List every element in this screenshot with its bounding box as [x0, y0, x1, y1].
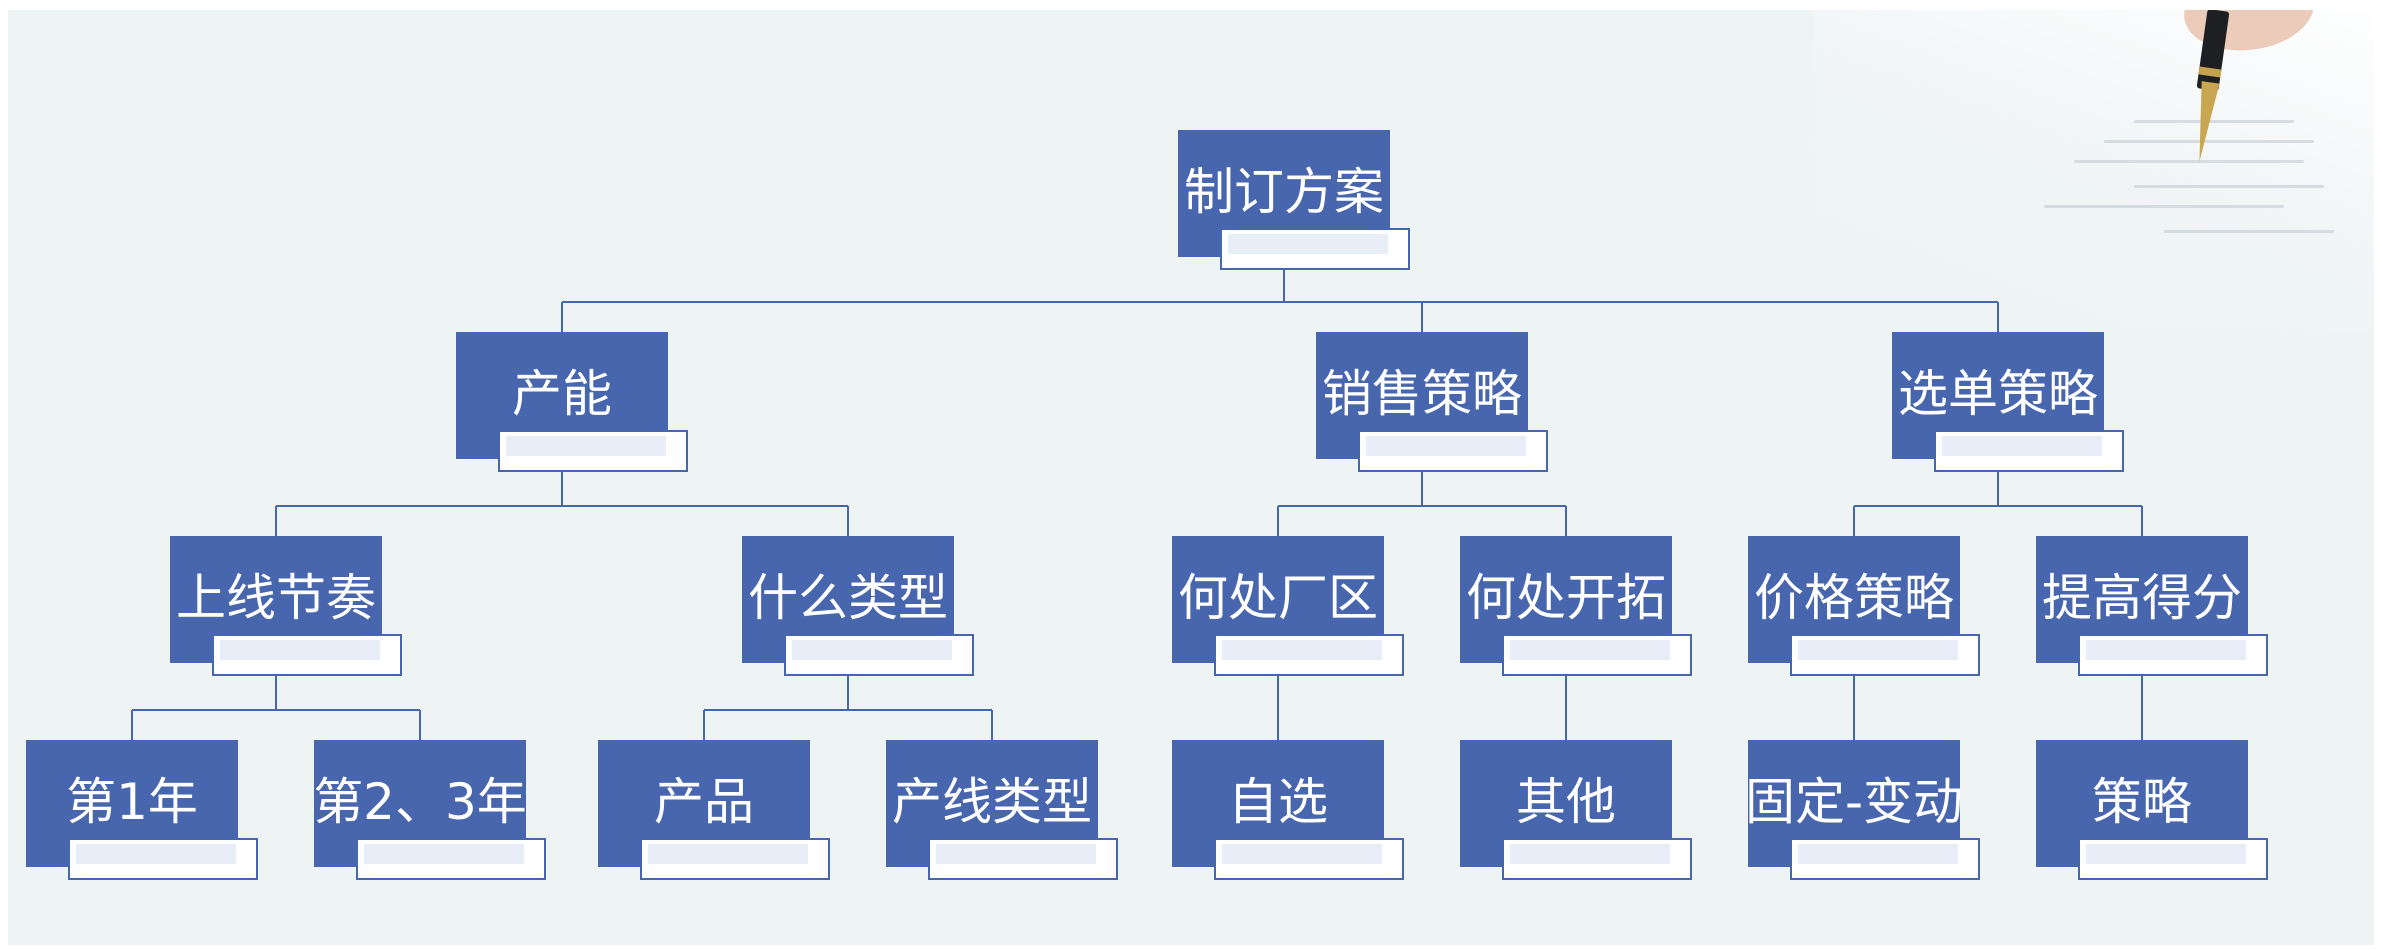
node-year-1: 第1年 — [26, 740, 258, 880]
node-label: 提高得分 — [2042, 568, 2242, 627]
diagram-canvas: 制订方案 产能 销售策略 选单策略 上线节奏 什么类型 何处厂区 何处开拓 价格… — [8, 10, 2374, 945]
node-root: 制订方案 — [1178, 130, 1410, 270]
node-label: 何处开拓 — [1466, 568, 1666, 627]
node-plant-location: 何处厂区 — [1172, 536, 1404, 676]
node-label: 制订方案 — [1184, 162, 1384, 221]
node-label: 固定-变动 — [1744, 772, 1964, 831]
node-improve-score: 提高得分 — [2036, 536, 2268, 676]
node-price-strategy: 价格策略 — [1748, 536, 1980, 676]
node-strategy: 策略 — [2036, 740, 2268, 880]
connector-lines — [131, 270, 2143, 740]
node-self-select: 自选 — [1172, 740, 1404, 880]
document-text-line — [2134, 185, 2324, 188]
document-text-line — [2134, 120, 2294, 123]
node-product: 产品 — [598, 740, 830, 880]
node-label: 自选 — [1228, 772, 1328, 831]
node-label: 什么类型 — [748, 568, 948, 627]
document-text-line — [2074, 160, 2304, 163]
node-year-2-3: 第2、3年 — [313, 740, 546, 880]
node-label: 何处厂区 — [1178, 568, 1378, 627]
node-label: 第1年 — [66, 772, 198, 831]
node-launch-pace: 上线节奏 — [170, 536, 402, 676]
document-text-line — [2044, 205, 2284, 208]
node-label: 上线节奏 — [176, 568, 376, 627]
node-label: 第2、3年 — [313, 772, 527, 831]
node-what-type: 什么类型 — [742, 536, 974, 676]
node-expansion-location: 何处开拓 — [1460, 536, 1692, 676]
node-label: 产能 — [512, 364, 612, 423]
document-text-line — [2164, 230, 2334, 233]
node-label: 销售策略 — [1322, 364, 1522, 423]
node-label: 产品 — [654, 772, 754, 831]
node-label: 价格策略 — [1754, 568, 1954, 627]
node-other: 其他 — [1460, 740, 1692, 880]
node-tab — [1220, 228, 1410, 270]
document-text-line — [2104, 140, 2314, 143]
node-sales-strategy: 销售策略 — [1316, 332, 1548, 472]
document-photo — [1814, 10, 2374, 330]
node-line-type: 产线类型 — [886, 740, 1118, 880]
node-label: 产线类型 — [892, 772, 1092, 831]
node-fixed-variable: 固定-变动 — [1744, 740, 1980, 880]
node-label: 选单策略 — [1898, 364, 2098, 423]
node-capacity: 产能 — [456, 332, 688, 472]
node-label: 其他 — [1516, 772, 1616, 831]
node-label: 策略 — [2092, 772, 2192, 831]
node-order-strategy: 选单策略 — [1892, 332, 2124, 472]
